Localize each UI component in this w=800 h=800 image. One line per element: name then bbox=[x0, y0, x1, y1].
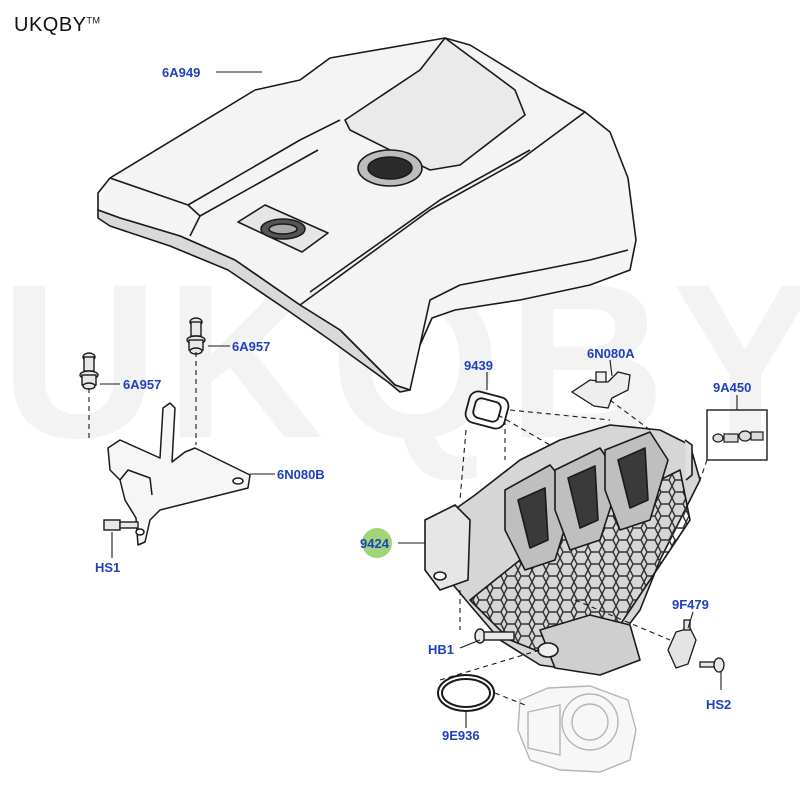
seal-9e936 bbox=[437, 674, 495, 712]
clip-6n080a bbox=[570, 371, 631, 409]
brand-logo: UKQBYTM bbox=[14, 14, 101, 37]
fitting-9a450 bbox=[706, 409, 768, 461]
bolt-hs1 bbox=[103, 519, 139, 531]
stud-upper bbox=[186, 317, 206, 355]
intake-manifold bbox=[424, 424, 701, 676]
brand-name: UKQBY bbox=[14, 14, 87, 36]
bolt-hs2 bbox=[699, 657, 725, 673]
bolt-hb1 bbox=[474, 628, 515, 644]
callout-9439[interactable]: 9439 bbox=[464, 358, 493, 373]
callout-6n080b[interactable]: 6N080B bbox=[277, 467, 325, 482]
highlight-marker bbox=[362, 528, 392, 558]
throttle-body bbox=[517, 685, 637, 773]
engine-cover bbox=[97, 37, 637, 393]
leader-lines bbox=[88, 71, 738, 728]
callout-9e936[interactable]: 9E936 bbox=[442, 728, 480, 743]
brand-trademark: TM bbox=[86, 15, 101, 26]
sensor-9f479 bbox=[667, 619, 697, 669]
callout-hs1[interactable]: HS1 bbox=[95, 560, 121, 575]
bracket bbox=[107, 402, 251, 546]
callout-6a949[interactable]: 6A949 bbox=[162, 65, 201, 80]
callout-9f479[interactable]: 9F479 bbox=[672, 597, 709, 612]
gasket-9439 bbox=[464, 390, 510, 430]
callout-9424[interactable]: 9424 bbox=[360, 536, 389, 551]
callout-hs2[interactable]: HS2 bbox=[706, 697, 732, 712]
stud-lower bbox=[79, 352, 99, 390]
callout-9a450[interactable]: 9A450 bbox=[713, 380, 752, 395]
callout-6a957-upper[interactable]: 6A957 bbox=[232, 339, 271, 354]
callout-hb1[interactable]: HB1 bbox=[428, 642, 455, 657]
callout-6n080a[interactable]: 6N080A bbox=[587, 346, 635, 361]
callout-6a957-lower[interactable]: 6A957 bbox=[123, 377, 162, 392]
